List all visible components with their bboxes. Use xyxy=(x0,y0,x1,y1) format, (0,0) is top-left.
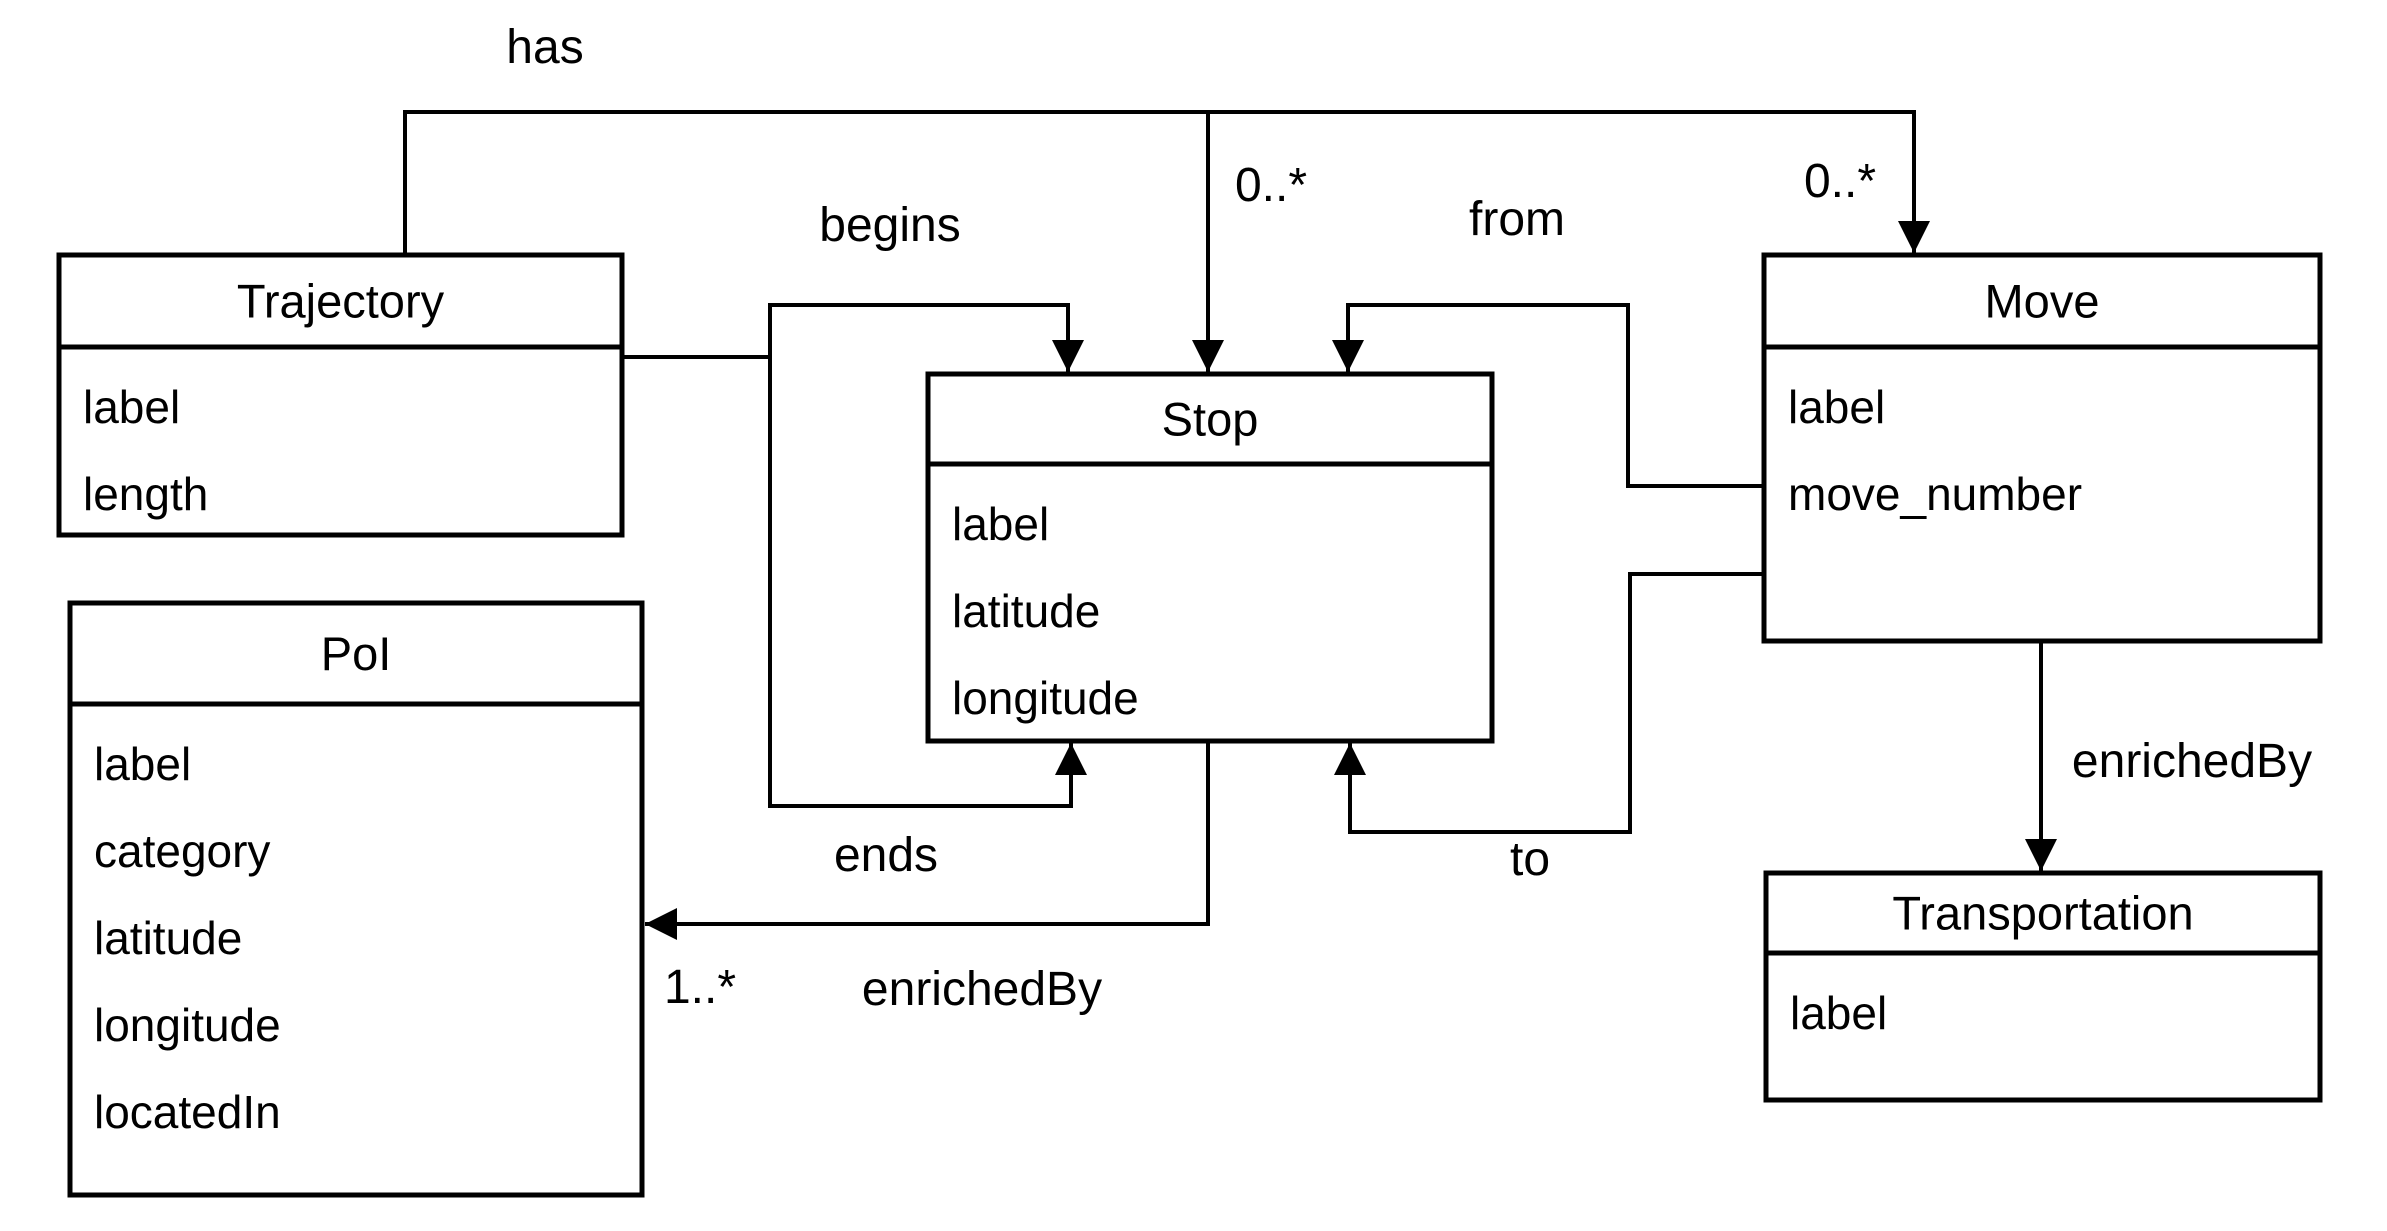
entity-box-stop xyxy=(925,371,1495,744)
connector-line-enrichedby-stop-poi xyxy=(645,741,1210,940)
connector-to xyxy=(1334,572,1764,834)
connector-line-begins xyxy=(768,303,1084,372)
entity-box-trajectory xyxy=(56,252,625,538)
entity-attribute-poi-longitude: longitude xyxy=(94,999,281,1051)
entity-trajectory: Trajectory label length xyxy=(56,252,625,538)
connector-from xyxy=(1332,303,1764,488)
entity-attribute-trajectory-length: length xyxy=(83,468,208,520)
entity-attribute-move-label: label xyxy=(1788,381,1885,433)
entity-poi: PoI label category latitude longitude located… xyxy=(67,600,645,1198)
entity-move: Move label move_number xyxy=(1761,252,2323,644)
label-mult-stop: 0..* xyxy=(1235,159,1307,212)
entity-attribute-trajectory-label: label xyxy=(83,381,180,433)
entity-title-poi: PoI xyxy=(321,627,392,680)
connector-line-has-trajectory-move xyxy=(403,110,1930,255)
connector-begins xyxy=(768,303,1084,372)
entity-attribute-poi-category: category xyxy=(94,825,270,877)
label-has: has xyxy=(506,21,583,74)
entity-title-stop: Stop xyxy=(1162,392,1259,445)
entity-box-transportation xyxy=(1763,870,2323,1103)
entity-attribute-transportation-label: label xyxy=(1790,987,1887,1039)
entity-attribute-stop-longitude: longitude xyxy=(952,672,1139,724)
connector-line-to xyxy=(1334,572,1764,834)
entity-attribute-poi-latitude: latitude xyxy=(94,912,242,964)
label-mult-move: 0..* xyxy=(1804,155,1876,208)
entity-stop: Stop label latitude longitude xyxy=(925,371,1495,744)
label-enrichedby-poi: enrichedBy xyxy=(862,963,1102,1016)
label-from: from xyxy=(1469,193,1565,246)
entity-box-move xyxy=(1761,252,2323,644)
label-enrichedby-transportation: enrichedBy xyxy=(2072,735,2312,788)
label-to: to xyxy=(1510,833,1550,886)
entity-attribute-move-move_number: move_number xyxy=(1788,468,2082,520)
label-ends: ends xyxy=(834,829,938,882)
connector-line-ends xyxy=(768,357,1087,808)
connector-ends xyxy=(768,357,1087,808)
entity-title-trajectory: Trajectory xyxy=(237,274,445,327)
entity-attribute-poi-label: label xyxy=(94,738,191,790)
entity-attribute-poi-locatedIn: locatedIn xyxy=(94,1086,281,1138)
entity-attribute-stop-latitude: latitude xyxy=(952,585,1100,637)
label-mult-poi: 1..* xyxy=(664,961,736,1014)
entity-title-transportation: Transportation xyxy=(1892,886,2193,939)
entity-attribute-stop-label: label xyxy=(952,498,1049,550)
connector-line-from xyxy=(1332,303,1764,488)
connector-enrichedby-stop-poi xyxy=(645,741,1210,940)
connector-has-trajectory-move xyxy=(403,110,1930,255)
label-begins: begins xyxy=(819,199,960,252)
entity-title-move: Move xyxy=(1985,274,2100,327)
